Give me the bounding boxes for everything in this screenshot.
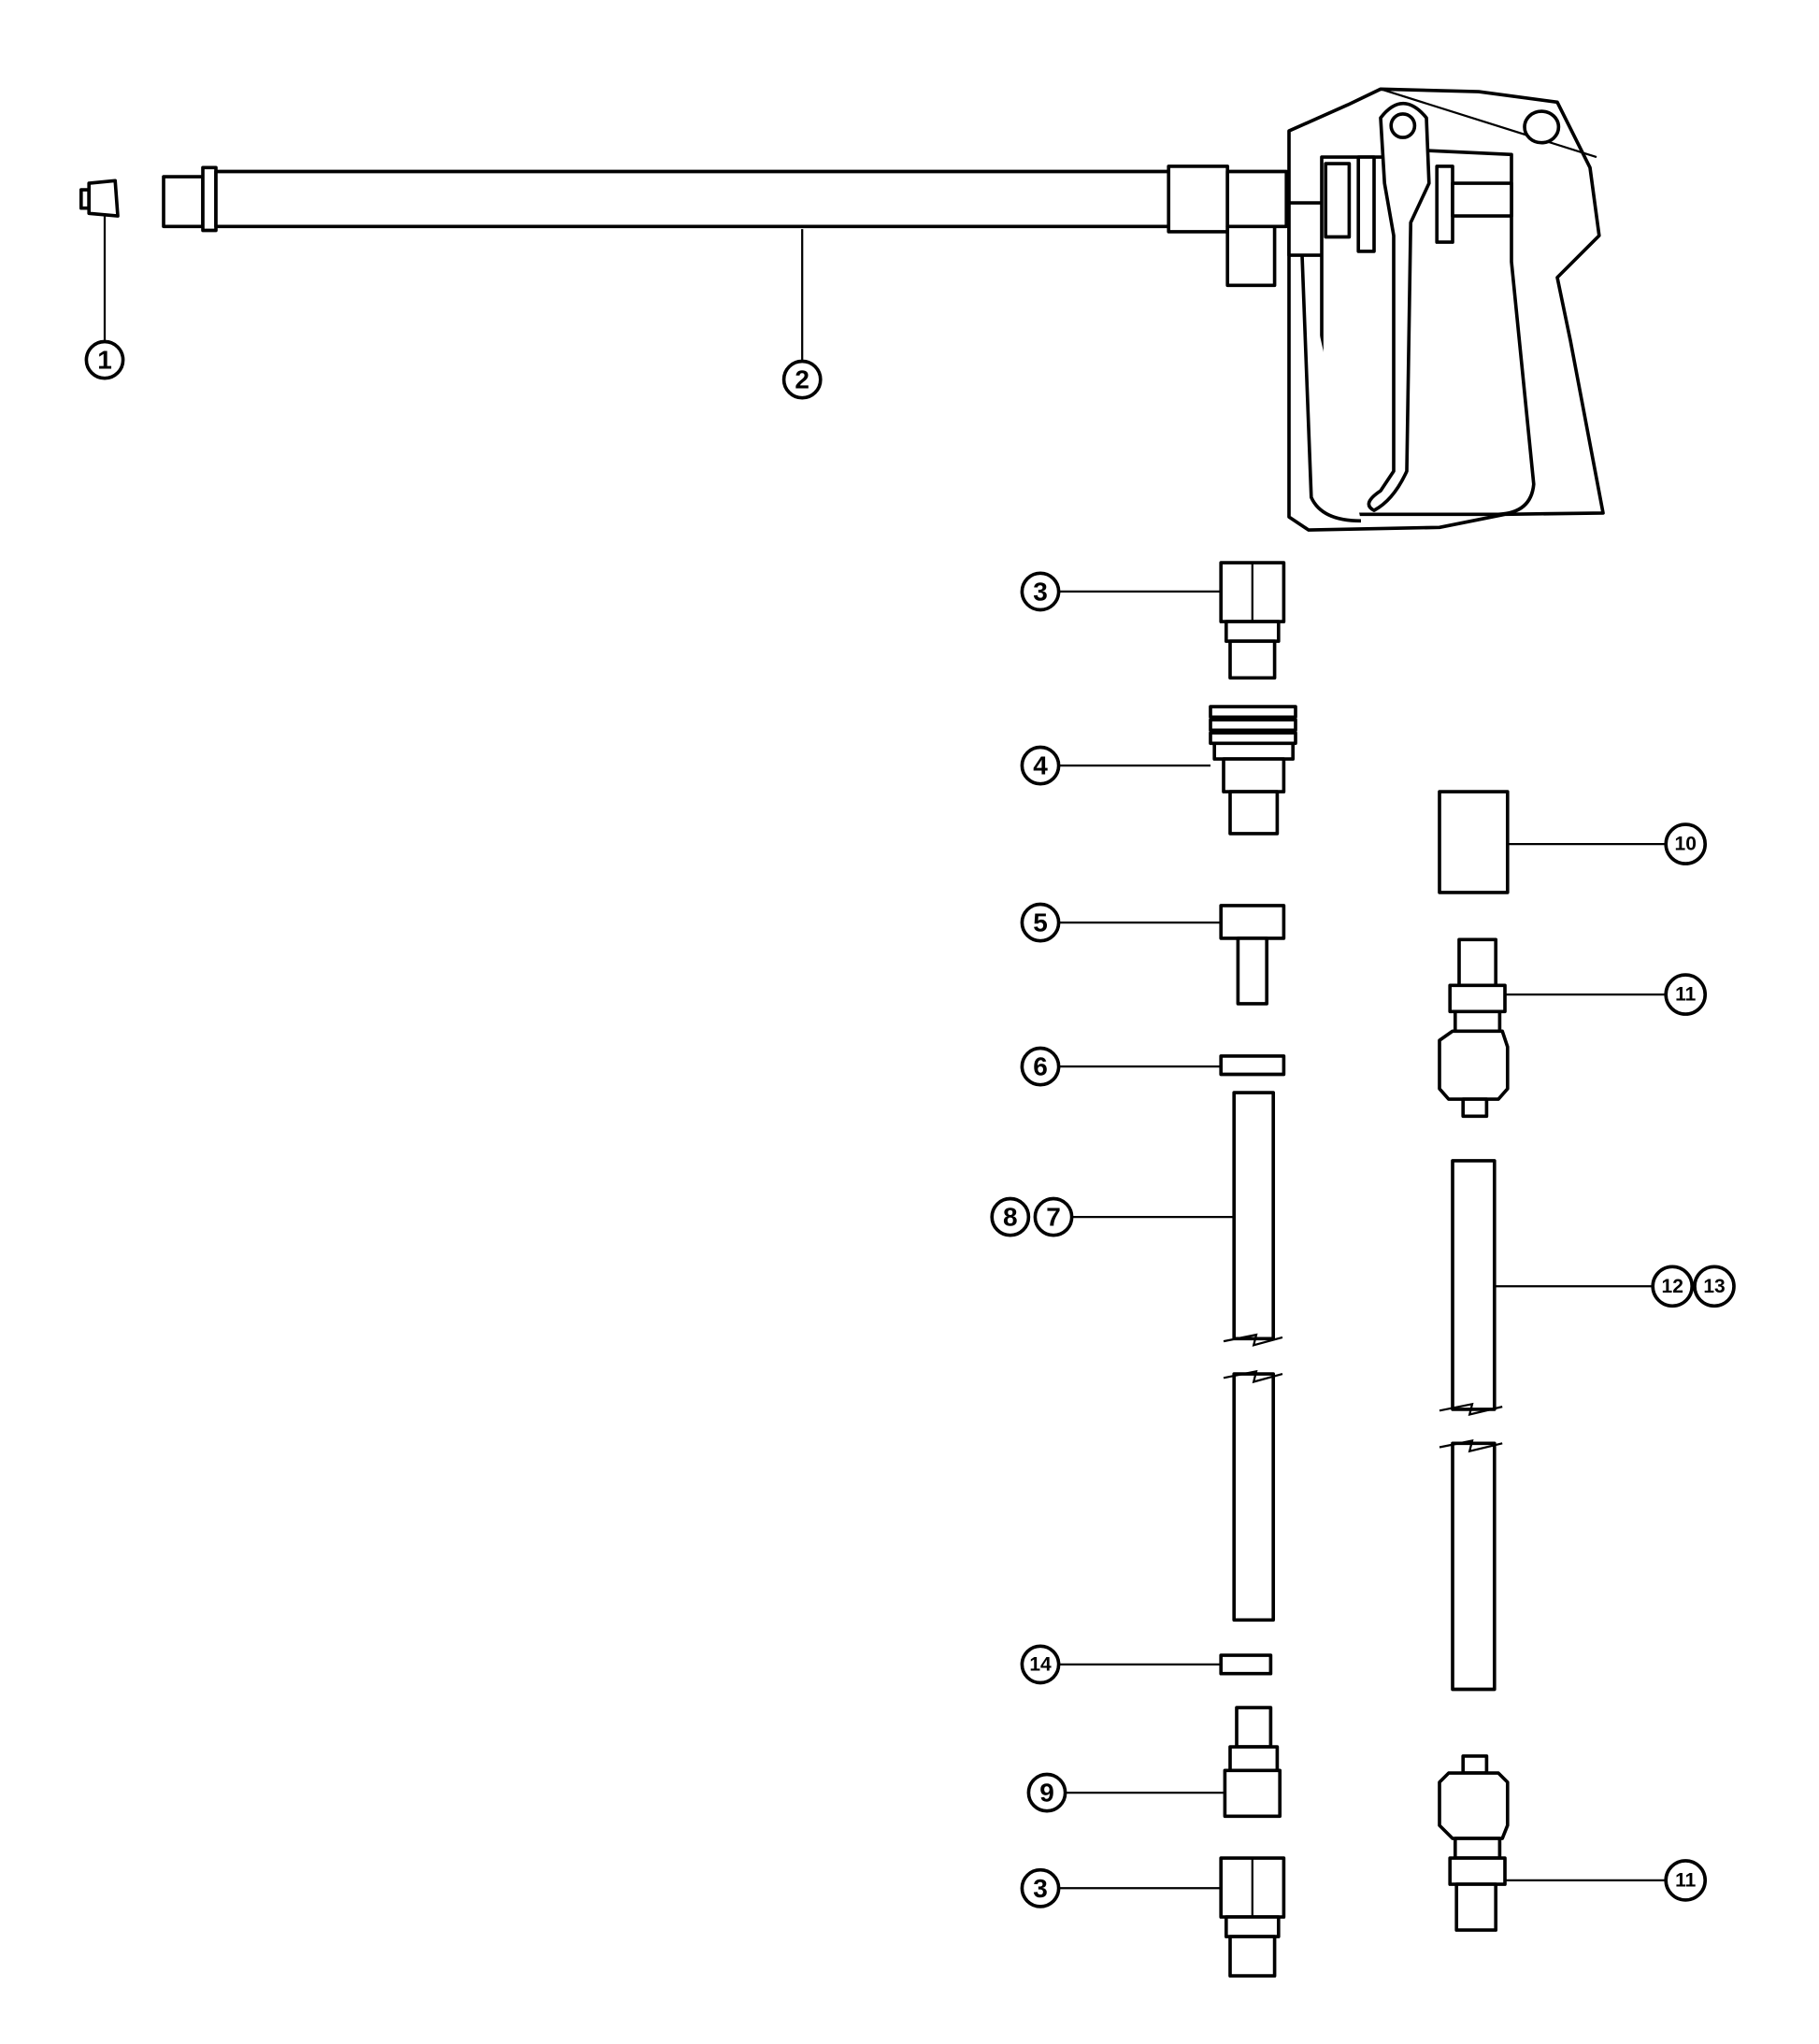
callout-label: 13 [1703, 1276, 1725, 1297]
callout-14: 14 [1020, 1644, 1061, 1685]
part-3-coupler-bottom [1060, 1856, 1286, 1978]
callout-6: 6 [1020, 1046, 1061, 1087]
callout-label: 4 [1033, 751, 1048, 780]
callout-3-top: 3 [1020, 571, 1061, 612]
callout-4: 4 [1020, 745, 1061, 786]
callout-3-bottom: 3 [1020, 1867, 1061, 1908]
callout-label: 1 [97, 346, 112, 375]
callout-label: 12 [1662, 1276, 1683, 1297]
part-3-coupler-top [1060, 561, 1286, 680]
callout-7: 7 [1033, 1196, 1074, 1237]
callout-label: 7 [1046, 1203, 1061, 1232]
callout-10: 10 [1664, 822, 1708, 865]
part-12-13-hose [1439, 1159, 1652, 1692]
part-4-quick-connect [1060, 705, 1297, 836]
part-1-nozzle [79, 179, 120, 343]
part-10-sleeve [1438, 790, 1665, 894]
callout-1: 1 [84, 339, 125, 380]
part-11-fitting-bottom [1438, 1754, 1665, 1932]
part-2-lance-gun [162, 87, 1605, 532]
part-6-ferrule [1060, 1054, 1286, 1077]
callout-label: 2 [795, 365, 809, 394]
callout-8: 8 [990, 1196, 1031, 1237]
callout-11-top: 11 [1664, 973, 1708, 1016]
part-11-fitting-top [1438, 937, 1665, 1119]
part-14-ferrule [1060, 1653, 1273, 1676]
callout-label: 14 [1029, 1653, 1052, 1675]
part-5-adapter [1060, 904, 1286, 1006]
callout-11-bottom: 11 [1664, 1859, 1708, 1902]
callout-13: 13 [1693, 1265, 1736, 1308]
callout-5: 5 [1020, 902, 1061, 943]
callout-label: 10 [1675, 834, 1697, 855]
part-7-8-hose [1073, 1091, 1283, 1622]
callout-label: 11 [1675, 984, 1697, 1006]
callout-label: 3 [1033, 577, 1048, 606]
callout-12: 12 [1651, 1265, 1695, 1308]
callout-9: 9 [1026, 1772, 1067, 1813]
callout-label: 3 [1033, 1874, 1048, 1903]
callout-label: 11 [1675, 1869, 1697, 1891]
callout-label: 6 [1033, 1052, 1048, 1081]
callout-label: 8 [1003, 1203, 1018, 1232]
callout-2: 2 [781, 359, 823, 400]
part-9-fitting [1067, 1706, 1282, 1819]
callout-label: 5 [1033, 908, 1048, 937]
callout-label: 9 [1039, 1779, 1054, 1808]
